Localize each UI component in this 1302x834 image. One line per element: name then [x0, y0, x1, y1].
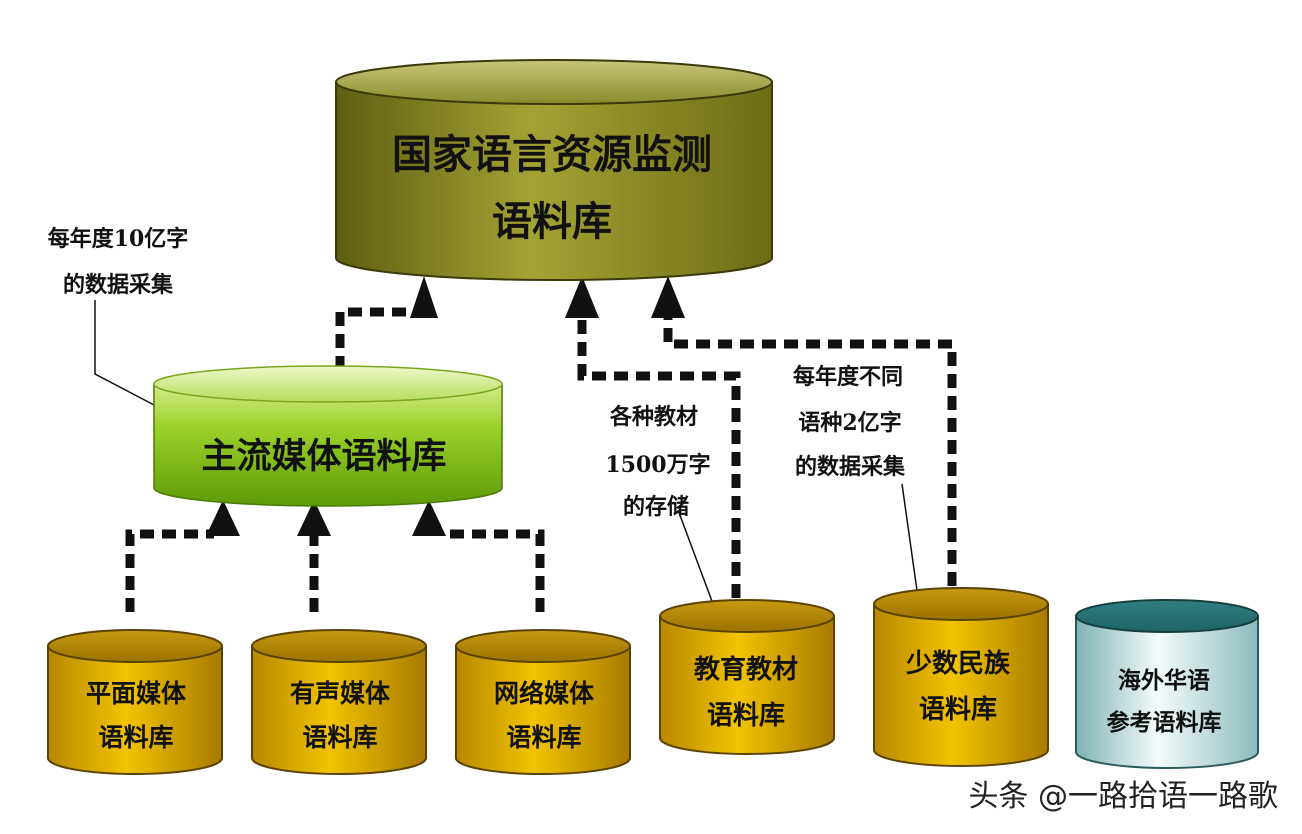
- annotation-left-line2: 的数据采集: [63, 272, 174, 298]
- audio-database-line1: 有声媒体: [290, 679, 391, 708]
- annotation-textbook-line2: 1500万字: [605, 452, 710, 478]
- annotation-minority-line3: 的数据采集: [795, 454, 906, 480]
- bottom-database-network: 网络媒体 语料库: [455, 629, 631, 775]
- annotation-minority-line2: 语种2亿字: [798, 410, 901, 436]
- annotation-textbook-line3: 的存储: [623, 494, 689, 520]
- top-database-subtitle: 语料库: [492, 198, 612, 245]
- annotation-textbook-line1: 各种教材: [609, 404, 698, 430]
- minority-database-line2: 语料库: [919, 695, 997, 725]
- bottom-database-audio: 有声媒体 语料库: [251, 629, 427, 775]
- top-database-title: 国家语言资源监测: [392, 131, 712, 178]
- minority-database-line1: 少数民族: [905, 648, 1011, 679]
- arrowhead-minority: [651, 276, 685, 318]
- arrowhead-mainstream-to-top: [410, 276, 438, 318]
- mainstream-database-label: 主流媒体语料库: [201, 436, 446, 477]
- annotation-textbook: 各种教材 1500万字 的存储: [605, 404, 710, 520]
- print-database-line2: 语料库: [98, 723, 173, 752]
- watermark: 头条 @一路拾语一路歌: [968, 779, 1278, 814]
- overseas-database-line1: 海外华语: [1118, 667, 1210, 694]
- textbook-database-line1: 教育教材: [694, 654, 798, 685]
- bottom-database-print: 平面媒体 语料库: [47, 629, 223, 775]
- arrowhead-print: [206, 500, 240, 536]
- connector-network-to-mainstream: [444, 529, 545, 612]
- textbook-database-line2: 语料库: [707, 701, 785, 731]
- audio-database-line2: 语料库: [302, 723, 377, 752]
- connector-textbook-to-top: [577, 312, 741, 642]
- bottom-database-overseas: 海外华语 参考语料库: [1075, 599, 1259, 769]
- annotation-left: 每年度10亿字 的数据采集: [48, 226, 189, 298]
- overseas-database-line2: 参考语料库: [1107, 709, 1222, 736]
- annotation-minority: 每年度不同 语种2亿字 的数据采集: [793, 364, 906, 480]
- arrowhead-network: [412, 500, 446, 536]
- network-database-line1: 网络媒体: [494, 679, 595, 708]
- bottom-database-textbook: 教育教材 语料库: [659, 599, 835, 755]
- connector-print-to-mainstream: [125, 529, 214, 612]
- annotation-minority-line1: 每年度不同: [793, 364, 903, 390]
- top-database: 国家语言资源监测 语料库: [335, 59, 773, 281]
- callout-line-left: [94, 300, 157, 407]
- arrowhead-textbook: [565, 276, 599, 318]
- annotation-left-line1: 每年度10亿字: [48, 226, 189, 252]
- mainstream-database: 主流媒体语料库: [153, 365, 503, 507]
- bottom-database-minority: 少数民族 语料库: [873, 587, 1049, 767]
- print-database-line1: 平面媒体: [86, 679, 187, 708]
- connectors: [125, 307, 957, 642]
- arrowheads: [206, 276, 685, 536]
- connector-minority-to-top: [663, 312, 957, 630]
- network-database-line2: 语料库: [506, 723, 581, 752]
- arrowhead-audio: [297, 500, 331, 536]
